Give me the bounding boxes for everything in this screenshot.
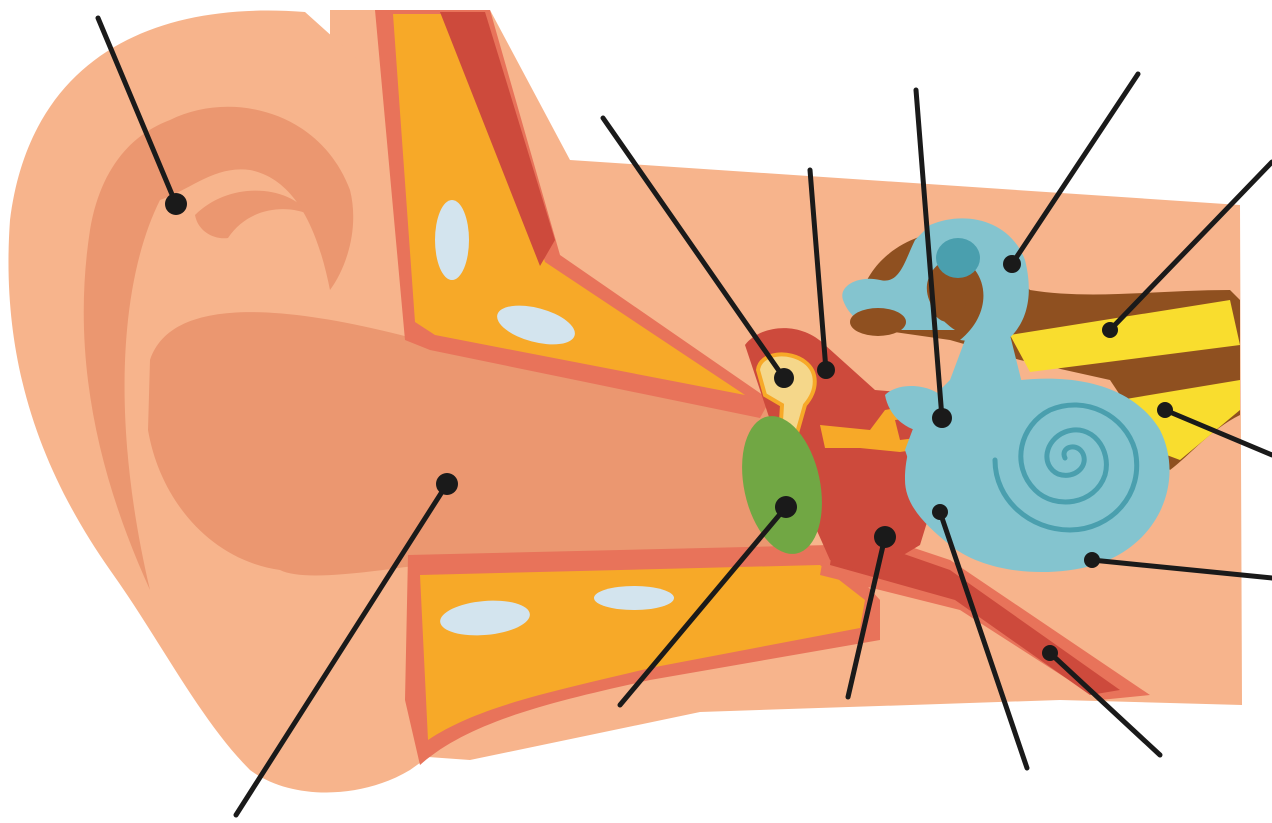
bone-spot	[594, 586, 674, 610]
bone-spot	[435, 200, 469, 280]
semicircular-canal-hole	[936, 238, 980, 278]
semicircular-canal-hole	[850, 308, 906, 336]
